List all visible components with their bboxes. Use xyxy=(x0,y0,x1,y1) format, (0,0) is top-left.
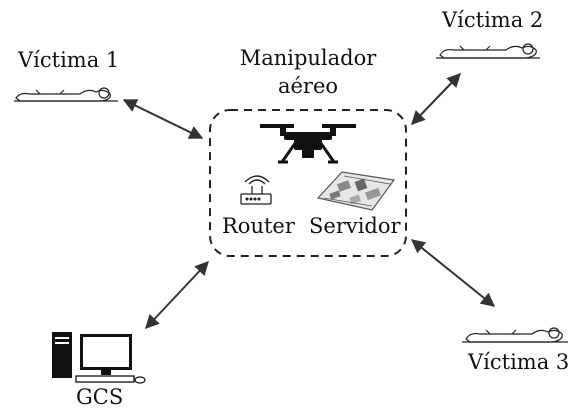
server-board-icon xyxy=(316,171,396,211)
manipulator-title-line2: aéreo xyxy=(277,74,339,98)
victim1-label: Víctima 1 xyxy=(18,48,120,72)
victim1-icon xyxy=(14,87,118,102)
server-label: Servidor xyxy=(309,214,401,238)
router-label: Router xyxy=(222,214,295,238)
victim3-label: Víctima 3 xyxy=(468,350,570,374)
link-victim2 xyxy=(411,72,461,126)
manipulator-title-line1: Manipulador xyxy=(239,46,377,70)
link-victim1 xyxy=(122,99,204,139)
aerial-manipulator-boundary xyxy=(209,109,407,257)
link-gcs xyxy=(145,260,209,330)
gcs-label: GCS xyxy=(76,385,124,409)
router-icon xyxy=(240,175,272,205)
link-victim3 xyxy=(410,239,496,307)
drone-icon xyxy=(260,124,356,164)
victim2-label: Víctima 2 xyxy=(442,8,544,32)
victim2-icon xyxy=(436,43,540,59)
desktop-computer-icon xyxy=(52,332,146,384)
victim3-icon xyxy=(462,327,568,343)
